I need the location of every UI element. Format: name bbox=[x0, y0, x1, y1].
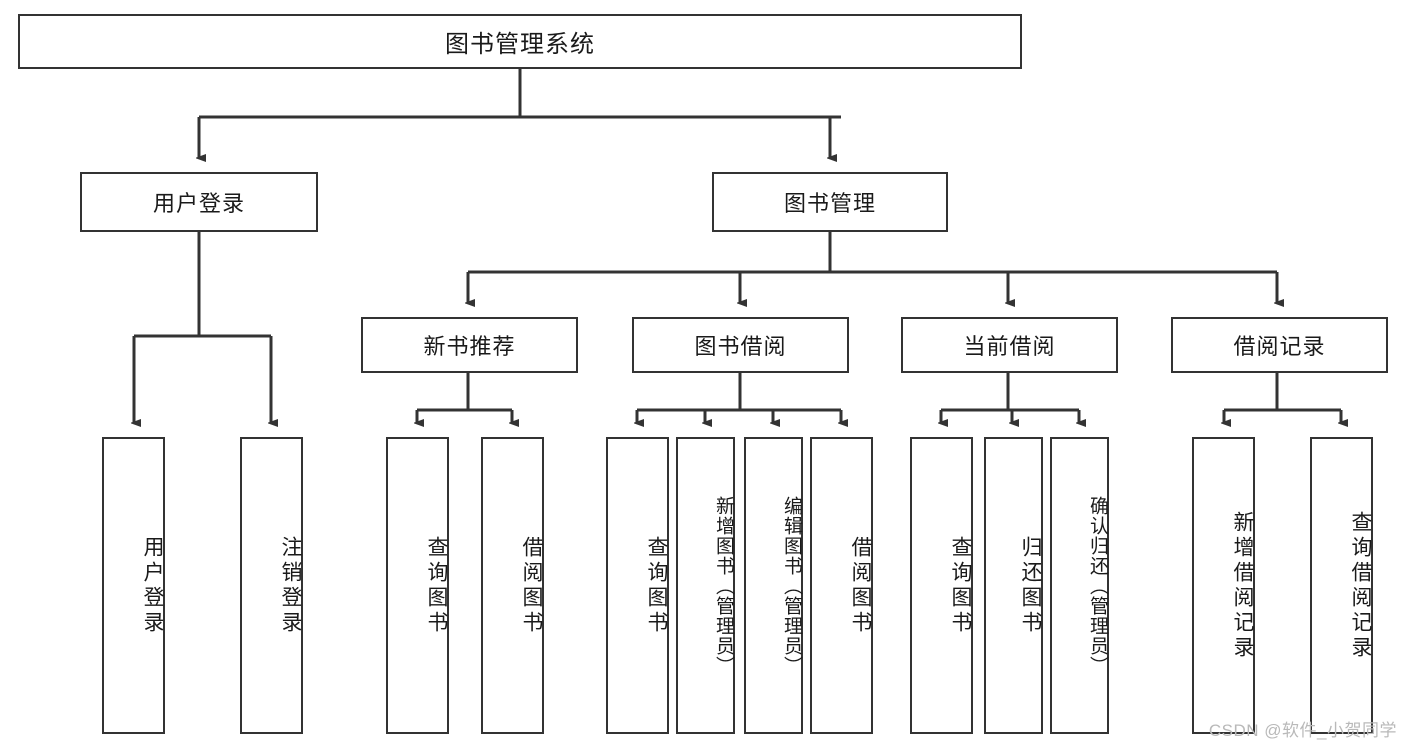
node-label: 查询借阅记录 bbox=[1349, 510, 1372, 661]
node-label: 图书管理 bbox=[783, 191, 876, 216]
node-borrow-record[interactable]: 借阅记录 bbox=[1171, 317, 1388, 373]
node-label: 新增图书（管理员） bbox=[713, 495, 734, 676]
leaf-user-login[interactable]: 用户登录 bbox=[102, 437, 165, 734]
node-label: 用户登录 bbox=[152, 191, 245, 216]
node-label: 借阅记录 bbox=[1233, 334, 1326, 359]
node-label: 查询图书 bbox=[425, 535, 448, 636]
node-new-book-recommend[interactable]: 新书推荐 bbox=[361, 317, 578, 373]
node-label: 确认归还（管理员） bbox=[1087, 495, 1108, 676]
watermark: CSDN @软件_小贺同学 bbox=[1208, 721, 1397, 740]
node-root-label: 图书管理系统 bbox=[445, 31, 595, 58]
leaf-logout[interactable]: 注销登录 bbox=[240, 437, 303, 734]
node-label: 借阅图书 bbox=[849, 535, 872, 636]
node-label: 查询图书 bbox=[645, 535, 668, 636]
node-root[interactable]: 图书管理系统 bbox=[18, 14, 1022, 69]
node-user-login[interactable]: 用户登录 bbox=[80, 172, 318, 232]
node-label: 新增借阅记录 bbox=[1231, 510, 1254, 661]
leaf-add-book-admin[interactable]: 新增图书（管理员） bbox=[676, 437, 735, 734]
node-label: 归还图书 bbox=[1019, 535, 1042, 636]
node-current-borrow[interactable]: 当前借阅 bbox=[901, 317, 1118, 373]
leaf-query-borrow-record[interactable]: 查询借阅记录 bbox=[1310, 437, 1373, 734]
node-label: 新书推荐 bbox=[423, 334, 516, 359]
node-label: 当前借阅 bbox=[963, 334, 1056, 359]
node-book-borrow[interactable]: 图书借阅 bbox=[632, 317, 849, 373]
leaf-confirm-return-admin[interactable]: 确认归还（管理员） bbox=[1050, 437, 1109, 734]
node-label: 借阅图书 bbox=[520, 535, 543, 636]
node-label: 注销登录 bbox=[279, 535, 302, 636]
leaf-borrow-book[interactable]: 借阅图书 bbox=[810, 437, 873, 734]
node-label: 图书借阅 bbox=[694, 334, 787, 359]
node-label: 用户登录 bbox=[141, 535, 164, 636]
node-label: 编辑图书（管理员） bbox=[781, 495, 802, 676]
leaf-return-book[interactable]: 归还图书 bbox=[984, 437, 1043, 734]
leaf-query-book-recommend[interactable]: 查询图书 bbox=[386, 437, 449, 734]
node-label: 查询图书 bbox=[949, 535, 972, 636]
leaf-query-book-current[interactable]: 查询图书 bbox=[910, 437, 973, 734]
leaf-add-borrow-record[interactable]: 新增借阅记录 bbox=[1192, 437, 1255, 734]
leaf-edit-book-admin[interactable]: 编辑图书（管理员） bbox=[744, 437, 803, 734]
leaf-borrow-book-recommend[interactable]: 借阅图书 bbox=[481, 437, 544, 734]
leaf-query-book-borrow[interactable]: 查询图书 bbox=[606, 437, 669, 734]
node-book-management[interactable]: 图书管理 bbox=[712, 172, 948, 232]
